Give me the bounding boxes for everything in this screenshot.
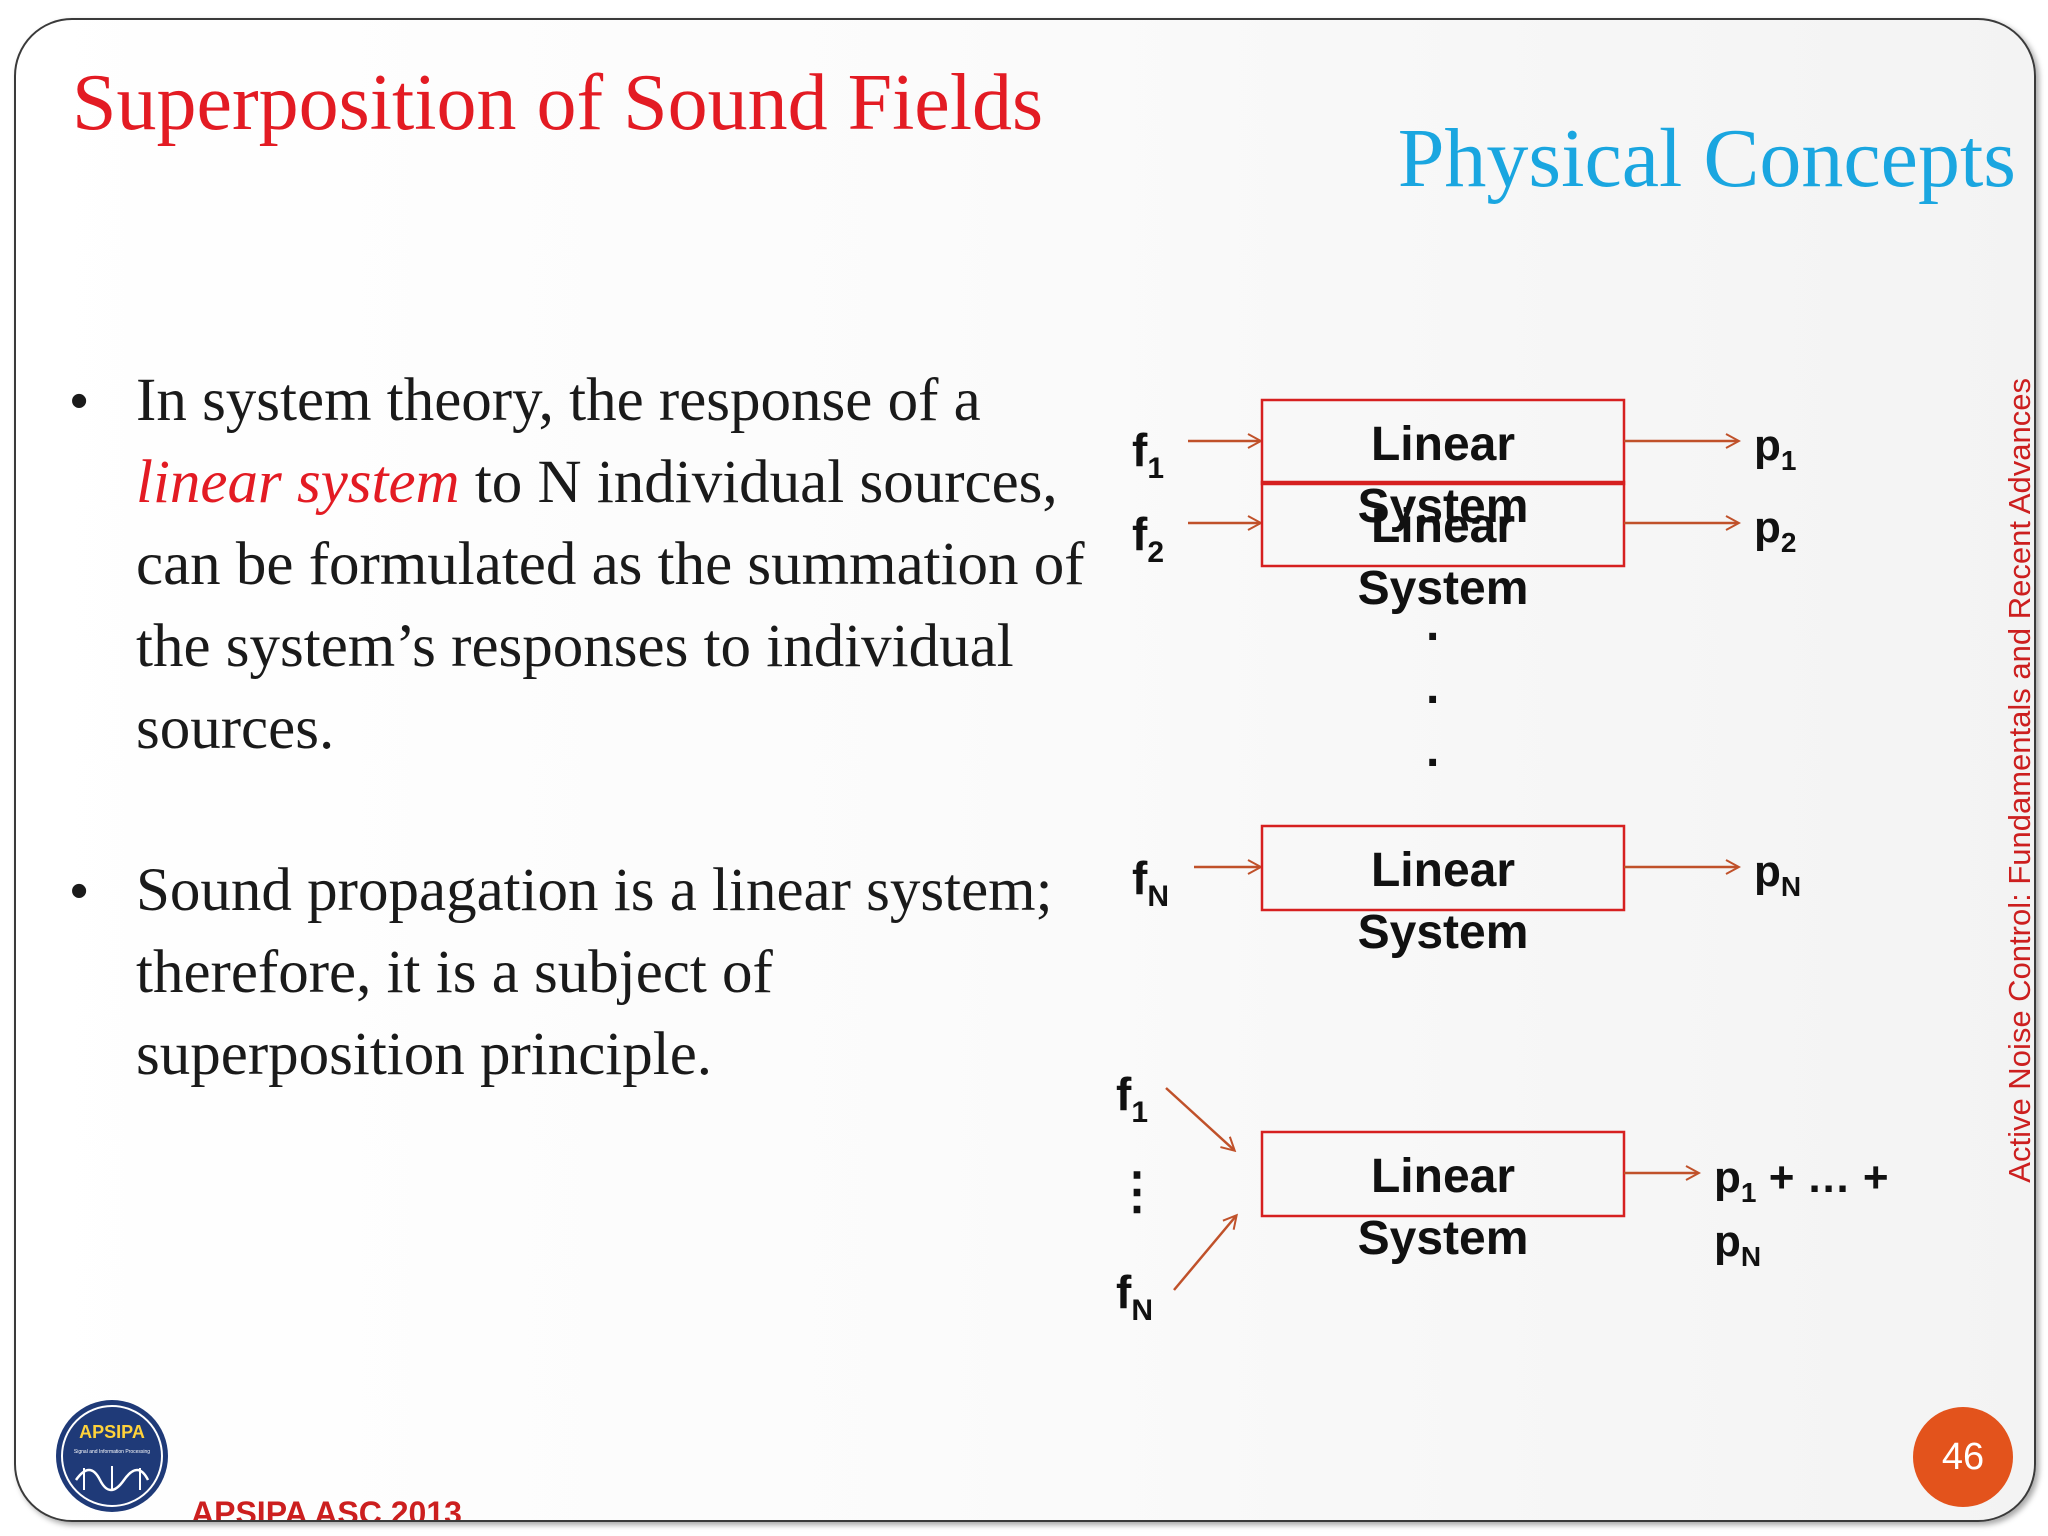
- box-2-line2: System: [1358, 562, 1529, 615]
- box-combined-line1: Linear: [1371, 1150, 1515, 1203]
- bullet-item-2: • Sound propagation is a linear system; …: [66, 850, 1116, 1096]
- input-fN-label: fN: [1132, 852, 1169, 913]
- sum-output-line1: p1 + … +: [1714, 1153, 1889, 1208]
- slide-subtitle: Physical Concepts: [1397, 112, 2016, 205]
- combined-arrow-bottom: [1173, 1216, 1236, 1291]
- apsipa-logo: APSIPA Signal and Information Processing: [56, 1400, 168, 1512]
- combined-input-fN-label: fN: [1116, 1266, 1153, 1327]
- vertical-ellipsis: ⋮: [1112, 1163, 1162, 1219]
- bullet-marker: •: [70, 372, 89, 430]
- slide-title: Superposition of Sound Fields: [72, 59, 1044, 147]
- box-N-line1: Linear: [1371, 844, 1515, 897]
- bullet-item-1: • In system theory, the response of a li…: [66, 360, 1116, 770]
- bullet-1-text-start: In system theory, the response of a: [136, 367, 981, 434]
- bullet-1-text-end: to N individual sources, can be formulat…: [136, 449, 1085, 762]
- side-label-text: Active Noise Control: Fundamentals and R…: [2002, 378, 2037, 1183]
- box-combined-line2: System: [1358, 1212, 1529, 1265]
- logo-wordmark: APSIPA: [79, 1422, 145, 1442]
- combined-input-f1-label: f1: [1116, 1068, 1148, 1129]
- ellipsis-dot-1: .: [1426, 598, 1439, 651]
- input-f1-label: f1: [1132, 424, 1164, 485]
- output-p2-label: p2: [1754, 503, 1796, 558]
- box-2-line1: Linear: [1371, 500, 1515, 553]
- sum-output-line2: pN: [1714, 1217, 1761, 1272]
- output-p1-label: p1: [1754, 421, 1796, 476]
- bullet-list: • In system theory, the response of a li…: [66, 360, 1116, 1096]
- linear-system-diagram: f1 Linear System p1 f2 Linear System p2 …: [1112, 398, 1889, 1327]
- footer-conference: APSIPA ASC 2013: [191, 1495, 462, 1522]
- input-f2-label: f2: [1132, 508, 1164, 569]
- bullet-marker: •: [70, 862, 89, 920]
- combined-arrow-top: [1165, 1087, 1234, 1150]
- slide-frame: Superposition of Sound Fields Physical C…: [14, 18, 2036, 1522]
- output-pN-label: pN: [1754, 847, 1801, 902]
- ellipsis-dot-2: .: [1426, 661, 1439, 714]
- page-number-badge: 46: [1913, 1407, 2013, 1507]
- logo-tagline: Signal and Information Processing: [74, 1449, 150, 1455]
- bullet-1-emphasis: linear system: [136, 449, 460, 516]
- box-N-line2: System: [1358, 906, 1529, 959]
- box-1-line1: Linear: [1371, 418, 1515, 471]
- bullet-2-text: Sound propagation is a linear system; th…: [136, 857, 1053, 1088]
- ellipsis-dot-3: .: [1426, 724, 1439, 777]
- box-1-line2: System: [1358, 480, 1529, 533]
